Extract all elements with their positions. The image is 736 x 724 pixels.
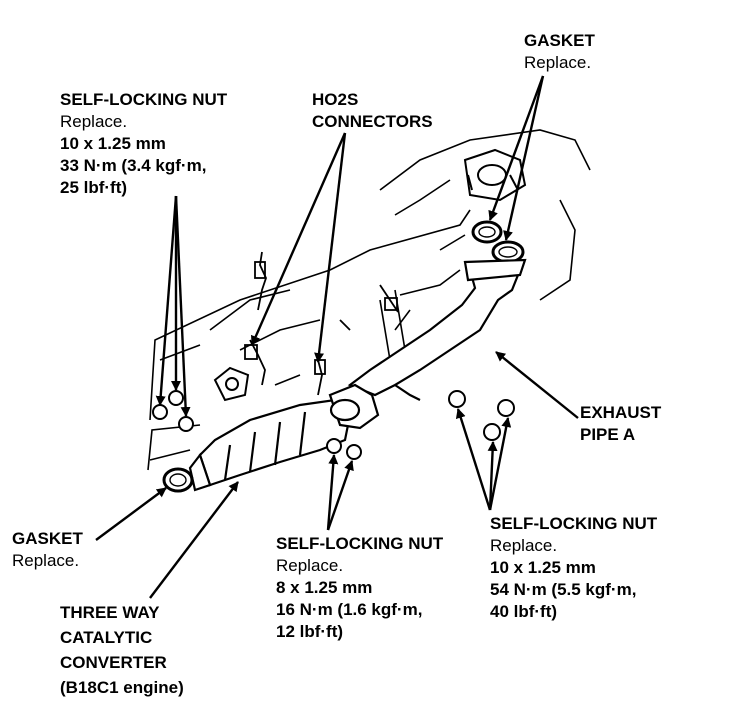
nuts-right <box>448 390 515 441</box>
gasket-rings-top <box>471 220 525 264</box>
nut-left-torque1: 33 N·m (3.4 kgf·m, <box>60 156 207 175</box>
nut-mid-torque2: 12 lbf·ft) <box>276 622 344 641</box>
ho2s-line2: CONNECTORS <box>312 112 433 131</box>
nut-mid-title: SELF-LOCKING NUT <box>276 534 444 553</box>
label-exhaust-pipe-a: EXHAUST PIPE A <box>580 402 661 446</box>
catalytic-line2: CATALYTIC <box>60 628 153 647</box>
catalytic-line3: CONVERTER <box>60 653 167 672</box>
nut-left-title: SELF-LOCKING NUT <box>60 90 228 109</box>
catalytic-line4: (B18C1 engine) <box>60 678 184 697</box>
exhaust-pipe-a <box>347 258 527 401</box>
label-self-locking-nut-right: SELF-LOCKING NUT Replace. 10 x 1.25 mm 5… <box>490 513 657 623</box>
nut-mid-torque1: 16 N·m (1.6 kgf·m, <box>276 600 423 619</box>
label-ho2s-connectors: HO2S CONNECTORS <box>312 89 433 133</box>
nut-right-torque1: 54 N·m (5.5 kgf·m, <box>490 580 637 599</box>
gasket-left-note: Replace. <box>12 551 80 570</box>
nut-mid-note: Replace. <box>276 556 344 575</box>
manifold-flange-left <box>152 366 250 432</box>
nut-left-note: Replace. <box>60 112 128 131</box>
nut-left-torque2: 25 lbf·ft) <box>60 178 128 197</box>
label-self-locking-nut-middle: SELF-LOCKING NUT Replace. 8 x 1.25 mm 16… <box>276 533 443 643</box>
nut-right-size: 10 x 1.25 mm <box>490 558 596 577</box>
nut-right-note: Replace. <box>490 536 558 555</box>
label-catalytic-converter: THREE WAY CATALYTIC CONVERTER (B18C1 eng… <box>60 600 184 700</box>
nut-right-torque2: 40 lbf·ft) <box>490 602 558 621</box>
exhaust-line1: EXHAUST <box>580 403 662 422</box>
catalytic-line1: THREE WAY <box>60 603 160 622</box>
exhaust-line2: PIPE A <box>580 425 636 444</box>
leader-lines <box>95 75 579 599</box>
label-gasket-left: GASKET Replace. <box>12 528 83 572</box>
ho2s-line1: HO2S <box>312 90 359 109</box>
catalytic-converter <box>188 383 380 492</box>
nut-left-size: 10 x 1.25 mm <box>60 134 166 153</box>
gasket-left-title: GASKET <box>12 529 83 548</box>
label-self-locking-nut-left: SELF-LOCKING NUT Replace. 10 x 1.25 mm 3… <box>60 89 227 199</box>
engine-block <box>147 129 591 471</box>
nut-right-title: SELF-LOCKING NUT <box>490 514 658 533</box>
gasket-ring-left <box>162 467 194 493</box>
gasket-top-title: GASKET <box>524 31 595 50</box>
nut-mid-size: 8 x 1.25 mm <box>276 578 373 597</box>
nuts-middle <box>326 438 362 460</box>
gasket-top-note: Replace. <box>524 53 592 72</box>
ho2s-connectors <box>244 251 399 396</box>
label-gasket-top: GASKET Replace. <box>524 30 595 74</box>
